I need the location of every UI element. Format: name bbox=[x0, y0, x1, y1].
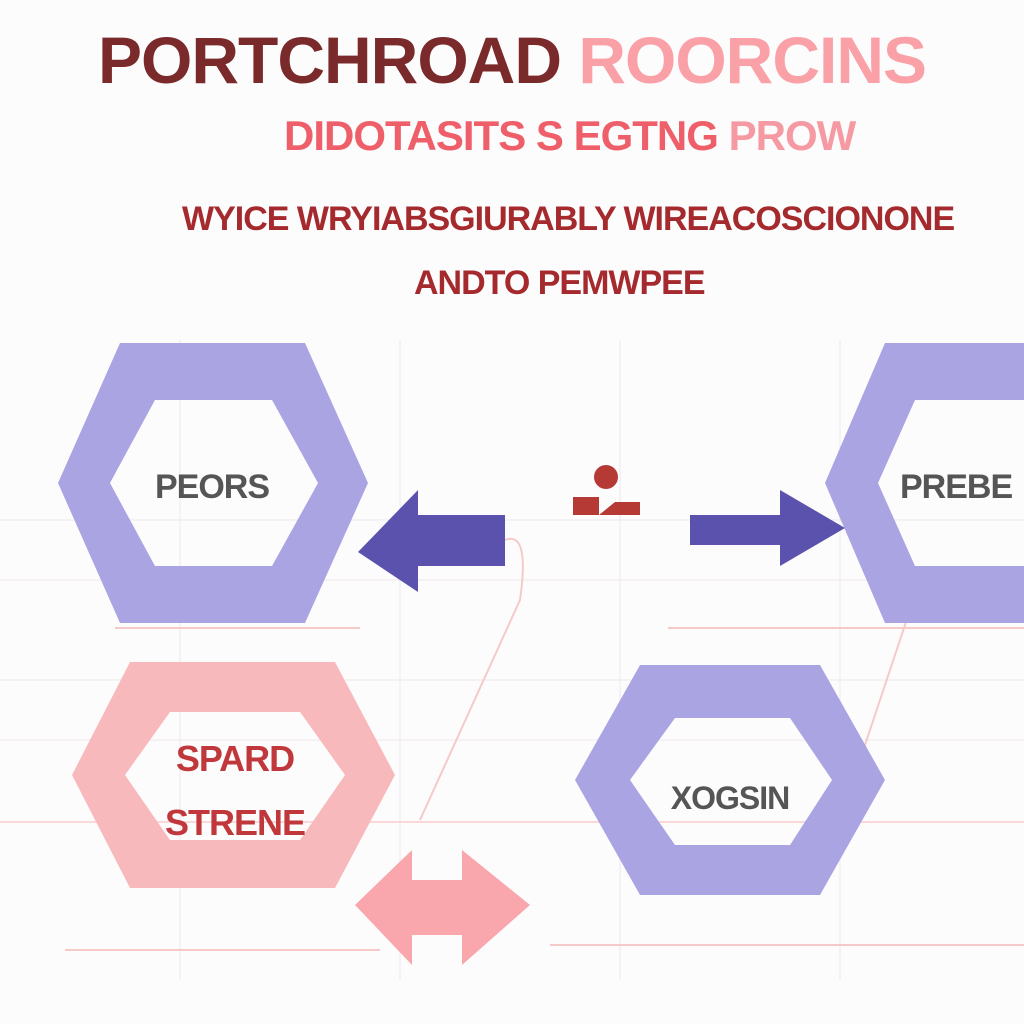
hexagon-top-left[interactable] bbox=[58, 343, 368, 623]
node-label-bottom-left-2: STRENE bbox=[164, 802, 306, 843]
arrow-double bbox=[355, 850, 530, 965]
page-title: PORTCHROAD ROORCINS bbox=[98, 22, 927, 98]
hexagon-bottom-left[interactable] bbox=[72, 662, 395, 888]
subtitle-part-1: DIDOTASITS S EGTNG bbox=[284, 112, 719, 159]
person-icon bbox=[573, 465, 640, 515]
title-part-1: PORTCHROAD bbox=[98, 23, 562, 97]
description-line-2: ANDTO PEMWPEE bbox=[414, 264, 706, 302]
title-part-2: ROORCINS bbox=[578, 23, 927, 97]
arrow-right bbox=[690, 490, 845, 566]
subtitle-part-2: PROW bbox=[728, 112, 857, 159]
node-label-top-left: PEORS bbox=[154, 468, 270, 506]
subtitle: DIDOTASITS S EGTNG PROW bbox=[284, 112, 857, 160]
node-label-bottom-right: XOGSIN bbox=[670, 780, 790, 816]
description-line-1: WYICE WRYIABSGIURABLY WIREACOSCIONONE bbox=[182, 200, 955, 238]
hexagon-bottom-right[interactable] bbox=[575, 665, 885, 895]
node-label-bottom-left-1: SPARD bbox=[175, 738, 295, 779]
hexagon-top-right[interactable] bbox=[825, 343, 1024, 623]
node-label-top-right: PREBE bbox=[900, 468, 1013, 506]
arrow-left bbox=[358, 490, 505, 592]
